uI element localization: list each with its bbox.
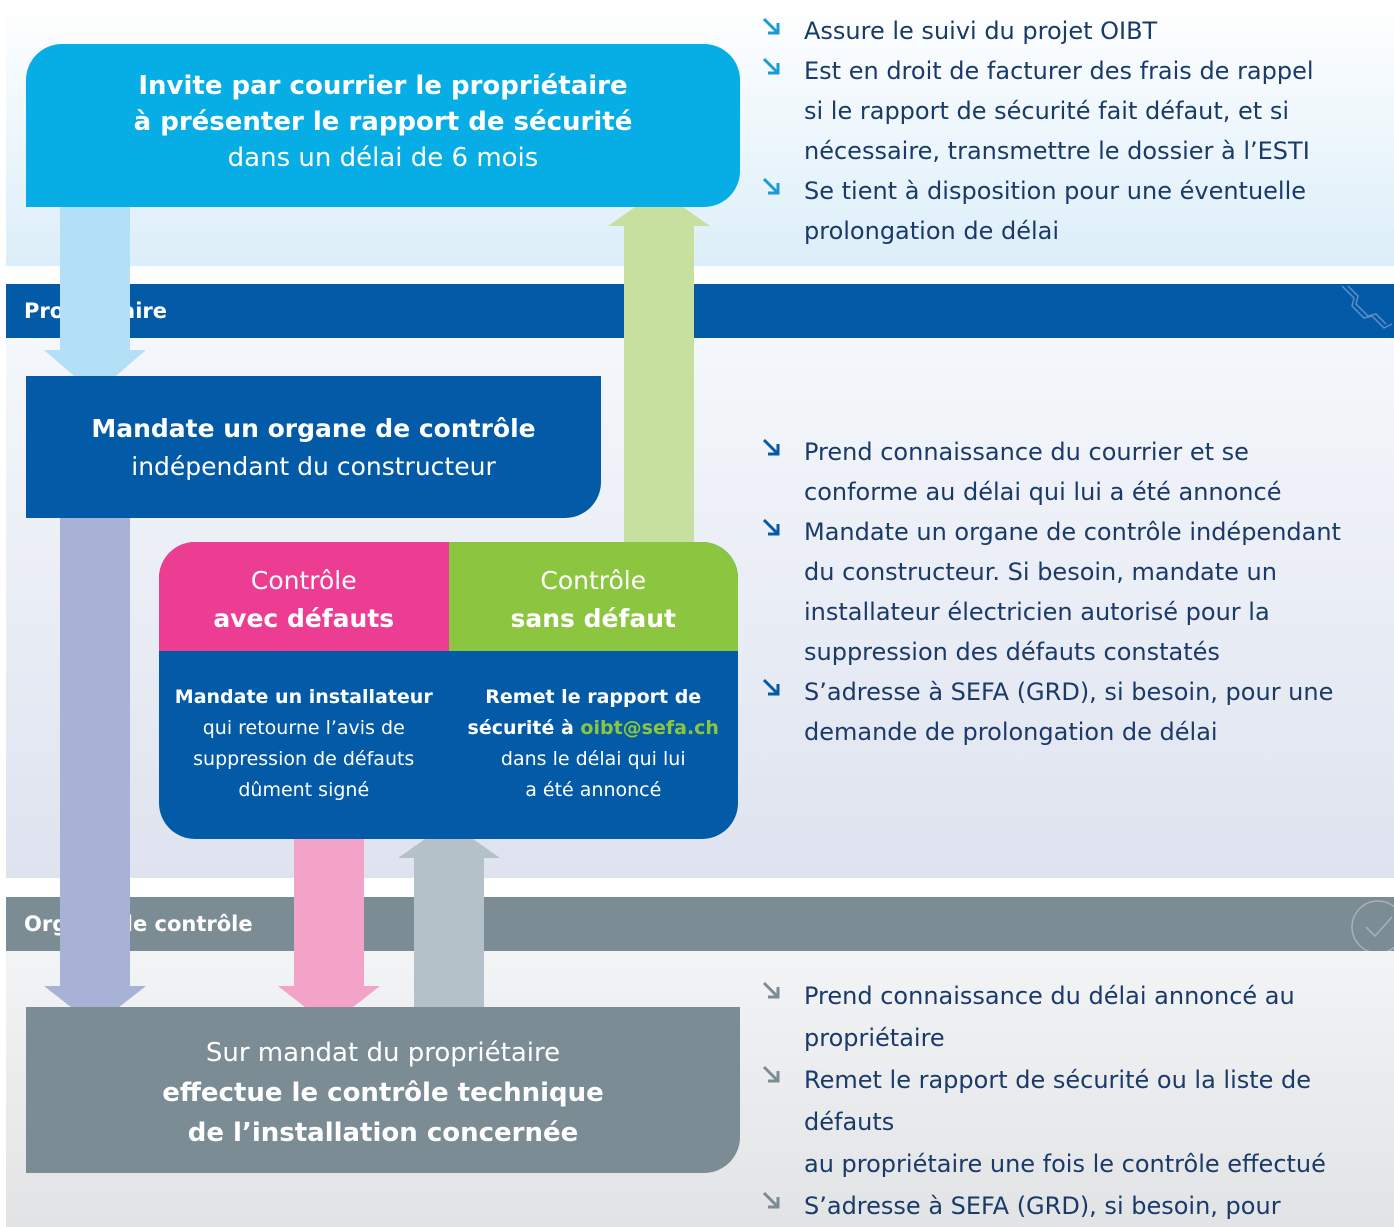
- invitation-box: Invite par courrier le propriétaire à pr…: [26, 44, 740, 207]
- control-result-box: Contrôle avec défauts Contrôle sans défa…: [159, 542, 738, 839]
- arrow-down-right-icon: [762, 981, 780, 999]
- arrow-down-right-icon: [762, 1065, 780, 1083]
- arrow-down-right-icon: [762, 1191, 780, 1209]
- arrow-defects-to-organe: [278, 830, 380, 1026]
- sans-defaut-body-line: a été annoncé: [525, 779, 662, 801]
- organe-control-box: Sur mandat du propriétaire effectue le c…: [26, 1007, 740, 1173]
- sans-defaut-body-bold-2-wrap: sécurité à oibt@sefa.ch: [449, 713, 739, 744]
- list-item-line: nécessaire, transmettre le dossier à l’E…: [804, 137, 1310, 165]
- arrow-organe-to-control: [398, 822, 500, 1010]
- list-item: Se tient à disposition pour une éventuel…: [760, 171, 1394, 251]
- arrow-mandate-to-organe: [44, 510, 146, 1026]
- sans-defaut-body-bold-2: sécurité à: [467, 717, 581, 739]
- arrow-invitation-to-proprietaire: [44, 200, 146, 394]
- arrow-down-right-icon: [762, 438, 780, 456]
- list-item-line: Prend connaissance du courrier et se: [804, 438, 1249, 466]
- control-without-defects-body: Remet le rapport de sécurité à oibt@sefa…: [449, 651, 739, 839]
- list-item-line: Prend connaissance du délai annoncé au: [804, 982, 1295, 1010]
- arrow-down-right-icon: [762, 17, 780, 35]
- mandate-line-1: Mandate un organe de contrôle: [91, 414, 536, 443]
- arrow-report-to-gestionnaire: [608, 190, 710, 546]
- list-item: S’adresse à SEFA (GRD), si besoin, pour …: [760, 672, 1394, 752]
- list-item-line: suppression des défauts constatés: [804, 638, 1220, 666]
- mandate-line-2: indépendant du constructeur: [131, 452, 496, 481]
- invitation-line-3: dans un délai de 6 mois: [227, 143, 539, 173]
- list-item-line: au propriétaire une fois le contrôle eff…: [804, 1150, 1326, 1178]
- control-without-defects-title-bold: sans défaut: [510, 604, 676, 633]
- list-item-line: prolongation de délai: [804, 217, 1060, 245]
- arrow-down-right-icon: [762, 678, 780, 696]
- organe-line-3: de l’installation concernée: [187, 1118, 579, 1148]
- mandate-box: Mandate un organe de contrôle indépendan…: [26, 376, 601, 518]
- control-with-defects-header: Contrôle avec défauts: [159, 542, 449, 651]
- organe-duties-list: Prend connaissance du délai annoncé au pr…: [760, 975, 1394, 1227]
- list-item-line: demande de prolongation de délai: [804, 718, 1218, 746]
- sans-defaut-body-bold-1: Remet le rapport de: [485, 686, 702, 708]
- list-item: Mandate un organe de contrôle indépendan…: [760, 512, 1394, 672]
- checkmark-icon: [1351, 900, 1394, 951]
- list-item-line: S’adresse à SEFA (GRD), si besoin, pour …: [804, 678, 1334, 706]
- invitation-line-2: à présenter le rapport de sécurité: [133, 107, 633, 137]
- list-item: S’adresse à SEFA (GRD), si besoin, pouru…: [760, 1185, 1394, 1227]
- list-item-line: du constructeur. Si besoin, mandate un: [804, 558, 1277, 586]
- control-with-defects-title-light: Contrôle: [250, 566, 357, 595]
- list-item-line: Est en droit de facturer des frais de ra…: [804, 57, 1314, 85]
- arrow-down-right-icon: [762, 177, 780, 195]
- arrow-down-right-icon: [762, 57, 780, 75]
- control-with-defects-body: Mandate un installateur qui retourne l’a…: [159, 651, 449, 839]
- defects-body-line: dûment signé: [238, 779, 370, 801]
- gestionnaire-duties-list: Assure le suivi du projet OIBT Est en dro…: [760, 11, 1394, 251]
- organe-line-2: effectue le contrôle technique: [162, 1078, 604, 1108]
- defects-body-bold: Mandate un installateur: [174, 686, 433, 708]
- control-without-defects-title-light: Contrôle: [540, 566, 647, 595]
- list-item-line: Assure le suivi du projet OIBT: [804, 17, 1158, 45]
- list-item: Prend connaissance du courrier et se conf…: [760, 432, 1394, 512]
- control-with-defects-title-bold: avec défauts: [213, 604, 395, 633]
- organe-line-1: Sur mandat du propriétaire: [205, 1038, 561, 1068]
- list-item-line: propriétaire: [804, 1024, 945, 1052]
- sans-defaut-body-line: dans le délai qui lui: [500, 748, 686, 770]
- list-item-line: Mandate un organe de contrôle indépendan…: [804, 518, 1341, 546]
- list-item: Assure le suivi du projet OIBT: [760, 11, 1394, 51]
- control-without-defects-header: Contrôle sans défaut: [448, 542, 738, 651]
- email-link[interactable]: oibt@sefa.ch: [580, 717, 719, 739]
- invitation-line-1: Invite par courrier le propriétaire: [138, 71, 628, 101]
- list-item-line: conforme au délai qui lui a été annoncé: [804, 478, 1282, 506]
- defects-body-line: suppression de défauts: [193, 748, 415, 770]
- list-item-line: installateur électricien autorisé pour l…: [804, 598, 1270, 626]
- list-item-line: S’adresse à SEFA (GRD), si besoin, pour: [804, 1192, 1281, 1220]
- list-item: Prend connaissance du délai annoncé au pr…: [760, 975, 1394, 1059]
- list-item-line: Se tient à disposition pour une éventuel…: [804, 177, 1307, 205]
- list-item-line: si le rapport de sécurité fait défaut, e…: [804, 97, 1290, 125]
- list-item: Est en droit de facturer des frais de ra…: [760, 51, 1394, 171]
- arrow-down-right-icon: [762, 518, 780, 536]
- list-item: Remet le rapport de sécurité ou la liste…: [760, 1059, 1394, 1185]
- list-item-line: Remet le rapport de sécurité ou la liste…: [804, 1066, 1312, 1136]
- tool-icon: [1341, 285, 1393, 329]
- defects-body-line: qui retourne l’avis de: [202, 717, 405, 739]
- proprietaire-duties-list: Prend connaissance du courrier et se conf…: [760, 432, 1394, 752]
